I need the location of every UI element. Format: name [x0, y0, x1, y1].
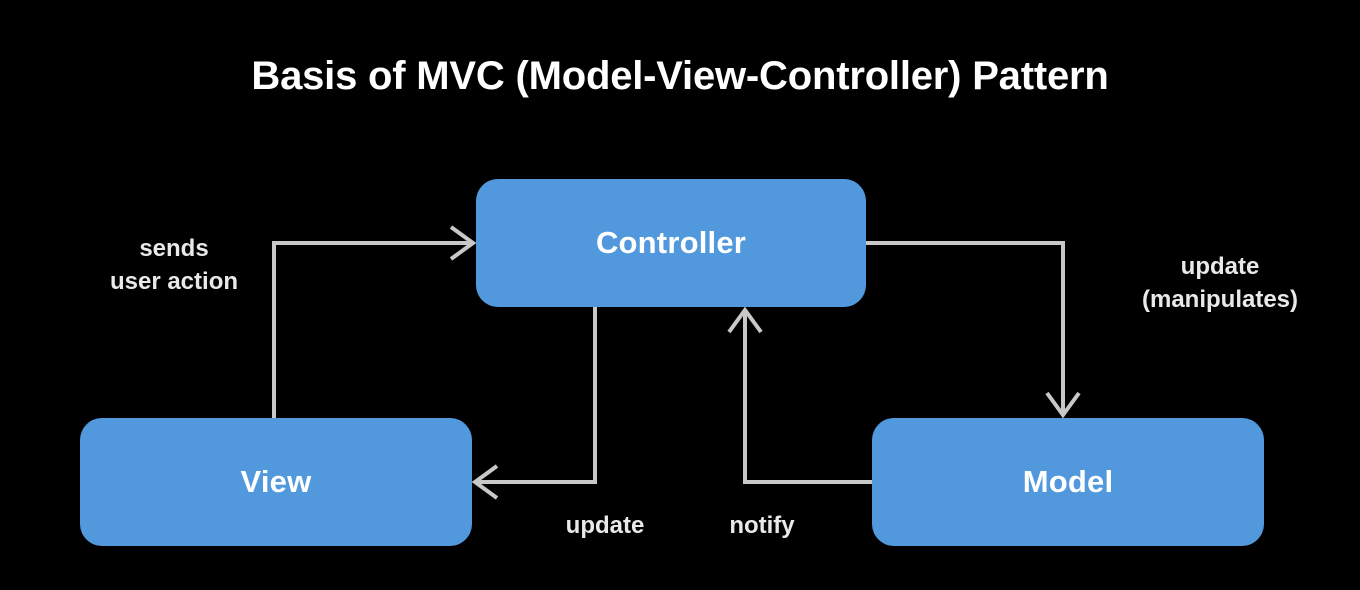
edge-label-update-manip-line2: (manipulates)	[1141, 286, 1299, 314]
node-controller-label: Controller	[595, 225, 747, 260]
edge-label-sends-user-action: sends user action	[40, 232, 308, 298]
page-title: Basis of MVC (Model-View-Controller) Pat…	[251, 54, 1109, 98]
edge-label-notify: notify	[729, 512, 795, 539]
edge-label-update: update	[565, 512, 645, 539]
node-view-label: View	[240, 464, 312, 499]
node-model[interactable]: Model	[872, 418, 1264, 546]
node-view[interactable]: View	[80, 418, 472, 546]
edge-label-update-manipulates: update (manipulates)	[1080, 250, 1360, 316]
node-model-label: Model	[1022, 464, 1114, 499]
node-controller[interactable]: Controller	[476, 179, 866, 307]
edge-controller-to-view	[471, 307, 597, 500]
edge-controller-to-model	[866, 241, 1081, 419]
edge-label-sends-line2: user action	[109, 268, 239, 296]
edge-label-update-manip-line1: update	[1180, 253, 1260, 280]
edge-model-to-controller	[727, 306, 872, 484]
edge-label-sends-line1: sends	[139, 235, 209, 262]
